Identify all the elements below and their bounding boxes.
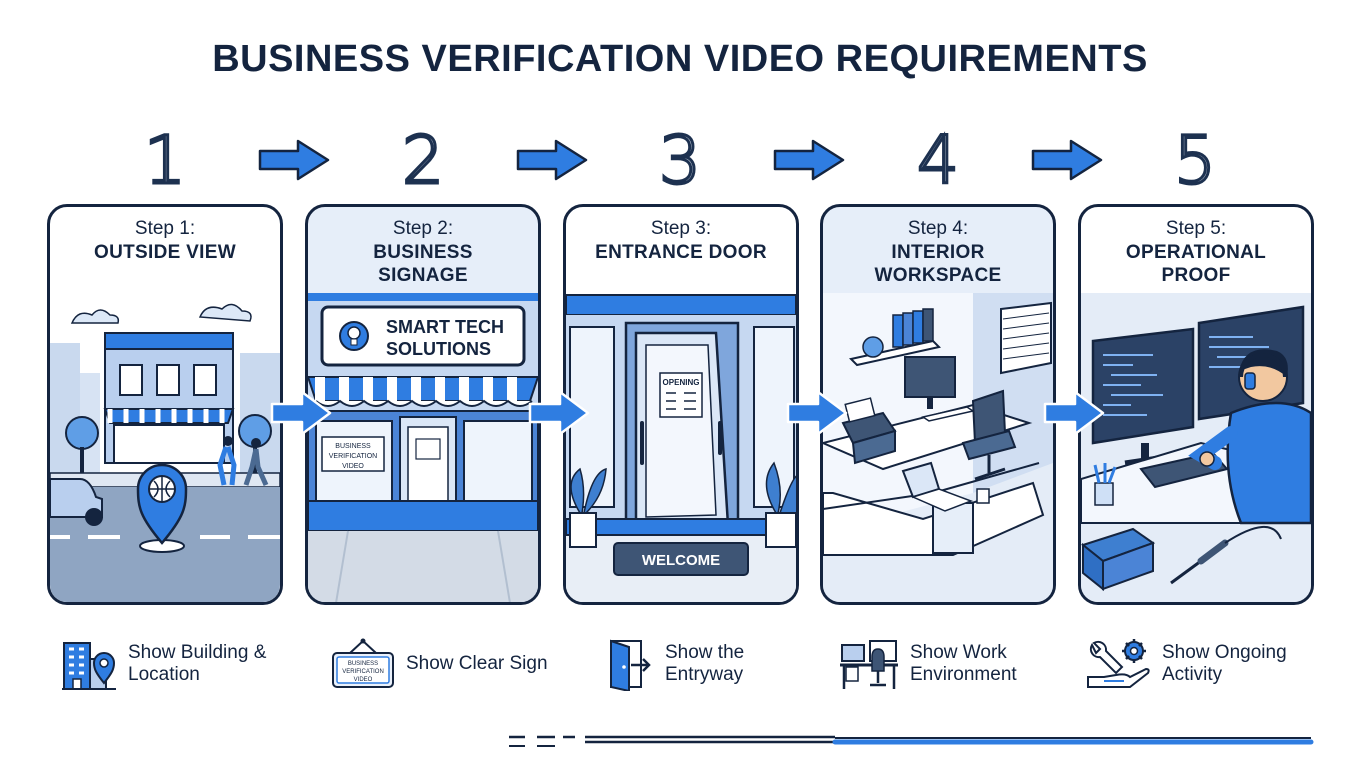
step-label: Step 4: — [907, 218, 969, 239]
door-sign-text: OPENING — [663, 378, 700, 387]
svg-text:VERIFICATION: VERIFICATION — [342, 669, 384, 675]
arrow-right-icon — [786, 390, 848, 436]
svg-text:VERIFICATION: VERIFICATION — [329, 453, 377, 460]
step-title: OPERATIONAL PROOF — [1125, 242, 1267, 286]
step-number-3: 3 — [658, 121, 703, 201]
office-workspace-illustration — [823, 293, 1053, 602]
arrow-right-icon — [1031, 139, 1103, 181]
step-caption-text: Show Clear Sign — [406, 653, 548, 674]
arrow-right-icon — [258, 139, 330, 181]
step-number-2: 2 — [401, 121, 446, 201]
decorative-divider — [509, 735, 1314, 747]
step-label: Step 5: — [1165, 218, 1227, 239]
step-caption-text: Show Building & Location — [128, 642, 267, 685]
svg-text:BUSINESS: BUSINESS — [348, 661, 378, 667]
step-caption-text: Show Ongoing Activity — [1162, 642, 1287, 685]
arrow-right-icon — [528, 390, 590, 436]
step-caption-2: BUSINESS VERIFICATION VIDEO Show Clear S… — [330, 634, 566, 694]
arrow-right-icon — [773, 139, 845, 181]
step-title: ENTRANCE DOOR — [595, 242, 767, 263]
page-title: BUSINESS VERIFICATION VIDEO REQUIREMENTS — [212, 38, 1148, 80]
step-panel-3: Step 3: ENTRANCE DOOR OPENING WELCOME — [563, 204, 799, 605]
svg-text:BUSINESS: BUSINESS — [335, 443, 371, 450]
step-caption-3: Show the Entryway — [603, 634, 825, 694]
arrow-right-icon — [1043, 390, 1105, 436]
step-caption-4: Show Work Environment — [838, 634, 1070, 694]
svg-text:SOLUTIONS: SOLUTIONS — [386, 339, 491, 359]
step-panel-2: Step 2: BUSINESS SIGNAGE SMART TECH SOLU… — [305, 204, 541, 605]
step-caption-5: Show Ongoing Activity — [1086, 634, 1322, 694]
step-panel-5: Step 5: OPERATIONAL PROOF — [1078, 204, 1314, 605]
svg-text:VIDEO: VIDEO — [354, 677, 373, 683]
welcome-mat-text: WELCOME — [642, 552, 720, 569]
step-panel-1: Step 1: OUTSIDE VIEW — [47, 204, 283, 605]
svg-text:SMART TECH: SMART TECH — [386, 317, 504, 337]
hanging-sign-icon: BUSINESS VERIFICATION VIDEO — [332, 638, 394, 688]
building-location-icon — [62, 642, 116, 690]
step-number-5: 5 — [1173, 121, 1218, 201]
step-number-1: 1 — [143, 121, 188, 201]
svg-text:VIDEO: VIDEO — [342, 463, 364, 470]
arrow-right-icon — [516, 139, 588, 181]
step-label: Step 3: — [650, 218, 712, 239]
step-label: Step 1: — [134, 218, 196, 239]
step-title: INTERIOR WORKSPACE — [874, 242, 1002, 286]
step-title: OUTSIDE VIEW — [94, 242, 236, 263]
storefront-street-illustration — [50, 293, 280, 602]
step-number-4: 4 — [916, 121, 961, 201]
step-title: BUSINESS SIGNAGE — [373, 242, 473, 286]
technician-at-computer-illustration — [1081, 293, 1311, 602]
storefront-signage-illustration: SMART TECH SOLUTIONS BUSINESS VERIFICATI… — [308, 293, 538, 602]
workspace-desk-icon — [840, 640, 898, 689]
step-label: Step 2: — [392, 218, 454, 239]
step-panel-4: Step 4: INTERIOR WORKSPACE — [820, 204, 1056, 605]
entrance-door-illustration: OPENING WELCOME — [566, 293, 796, 602]
arrow-right-icon — [270, 390, 332, 436]
step-caption-text: Show Work Environment — [910, 642, 1017, 685]
door-exit-icon — [610, 639, 651, 691]
wrench-gear-hand-icon — [1087, 639, 1150, 688]
step-caption-1: Show Building & Location — [60, 634, 288, 694]
step-caption-text: Show the Entryway — [665, 642, 745, 685]
